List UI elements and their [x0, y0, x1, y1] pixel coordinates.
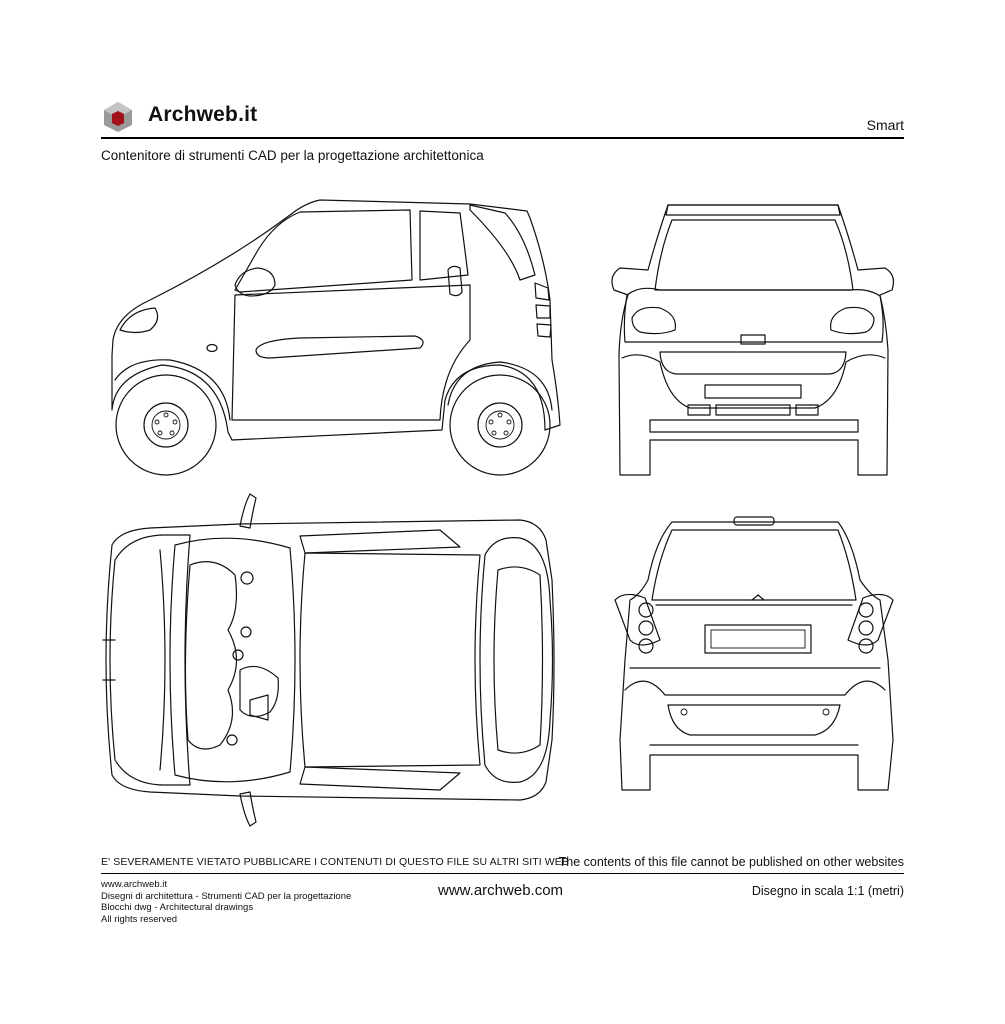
subtitle: Contenitore di strumenti CAD per la prog…: [101, 148, 484, 163]
footer-line: www.archweb.it: [101, 879, 167, 890]
brand-name: Archweb.it: [148, 103, 258, 126]
header-rule: [101, 137, 904, 139]
scale-note: Disegno in scala 1:1 (metri): [751, 884, 904, 898]
side-view: [111, 199, 561, 476]
footer-info: www.archweb.it Disegni di architettura -…: [101, 879, 351, 925]
drawing-title: Smart: [866, 117, 904, 133]
footer-line: Disegni di architettura - Strumenti CAD …: [101, 890, 352, 902]
footer-rule: [101, 873, 904, 874]
front-view: [611, 204, 895, 476]
website-link[interactable]: www.archweb.com: [438, 882, 564, 899]
rear-view: [614, 516, 894, 791]
archweb-logo: [104, 102, 132, 132]
footer-line: Blocchi dwg - Architectural drawings: [101, 902, 254, 913]
copyright-warning-it: E' SEVERAMENTE VIETATO PUBBLICARE I CONT…: [101, 856, 569, 868]
top-view: [102, 493, 555, 827]
footer-line: All rights reserved: [101, 913, 178, 925]
copyright-warning-en: The contents of this file cannot be publ…: [558, 855, 904, 869]
